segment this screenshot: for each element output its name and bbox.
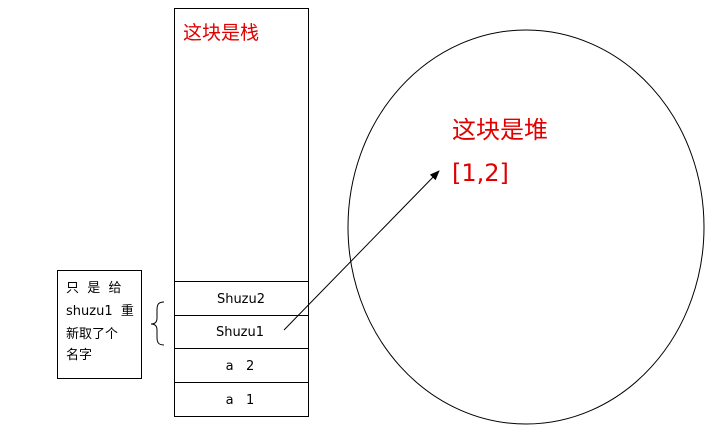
stack-cells: Shuzu2 Shuzu1 a 2 a 1 (174, 281, 309, 417)
stack-cell-label: Shuzu2 (217, 292, 265, 307)
stack-region (174, 8, 309, 417)
stack-cell-label: Shuzu1 (216, 325, 264, 340)
note-line: 新取了个 (66, 326, 118, 342)
note-box (57, 270, 142, 379)
stack-cell-label: a 1 (226, 393, 255, 408)
heap-value: [1,2] (452, 159, 509, 187)
note-line: 名字 (66, 347, 92, 363)
heap-title: 这块是堆 (452, 116, 548, 144)
stack-cell-a1 (174, 382, 309, 417)
note-text: 只 是 给 shuzu1 重 新取了个 名字 (66, 281, 134, 363)
note-line: shuzu1 重 (66, 303, 134, 319)
heap-region (347, 29, 705, 425)
stack-title: 这块是栈 (183, 22, 259, 44)
curly-brace (150, 301, 165, 346)
note-line: 只 是 给 (66, 281, 122, 296)
reference-arrow (283, 170, 440, 331)
stack-cell-label: a 2 (226, 359, 255, 374)
